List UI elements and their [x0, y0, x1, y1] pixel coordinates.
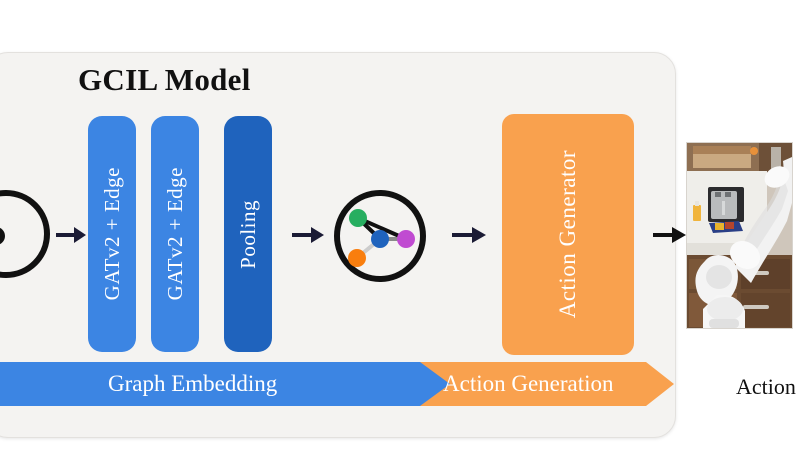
graph-embedding-label: Graph Embedding	[108, 371, 278, 396]
input-graph-node	[0, 227, 5, 245]
arrow-pooling-to-graph	[292, 225, 324, 245]
green-node	[349, 209, 367, 227]
arrow-action-generator-to-output	[653, 225, 686, 245]
arrow-graph-to-action-generator	[452, 225, 486, 245]
action-generation-label: Action Generation	[443, 371, 614, 396]
action-generator-block-label: Action Generator	[555, 150, 580, 319]
pooling-block[interactable]: Pooling	[224, 116, 272, 352]
gatv2-edge-block-1-label: GATv2 + Edge	[99, 167, 124, 301]
embedded-graph-circle	[334, 190, 426, 282]
action-generator-block[interactable]: Action Generator	[502, 114, 634, 355]
stage-banner-svg	[0, 362, 674, 406]
pooling-block-label: Pooling	[235, 199, 260, 269]
action-generation-banner	[420, 362, 674, 406]
output-action-label: Action	[736, 374, 796, 399]
stage-banner-row: Graph Embedding Action Generation	[0, 362, 674, 406]
page-title: GCIL Model	[78, 62, 251, 97]
gatv2-edge-block-1[interactable]: GATv2 + Edge	[88, 116, 136, 352]
input-graph-circle	[0, 190, 50, 278]
input-graph-svg	[0, 227, 5, 245]
gatv2-edge-block-2[interactable]: GATv2 + Edge	[151, 116, 199, 352]
robot-scene-image	[686, 142, 793, 329]
graph-embedding-banner	[0, 362, 456, 406]
blue-node	[371, 230, 389, 248]
gatv2-edge-block-2-label: GATv2 + Edge	[162, 167, 187, 301]
orange-node	[348, 249, 366, 267]
embedded-graph-svg	[348, 209, 415, 267]
arrow-input-to-gat	[56, 225, 86, 245]
purple-node	[397, 230, 415, 248]
